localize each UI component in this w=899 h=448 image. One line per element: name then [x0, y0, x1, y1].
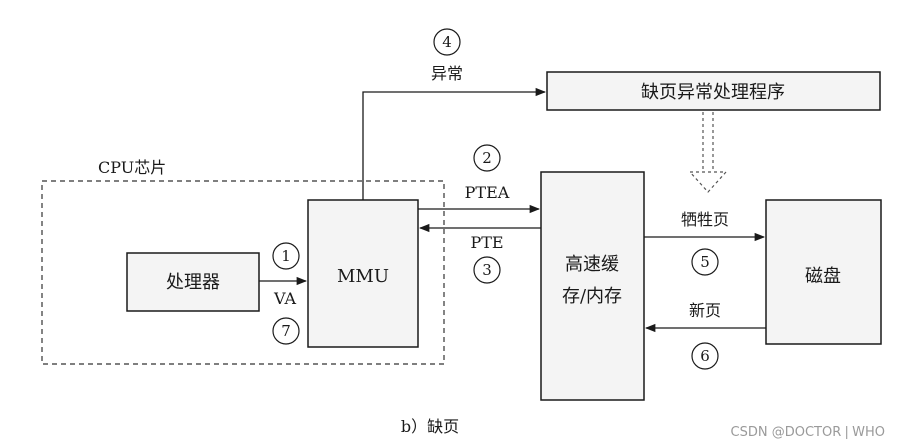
cache-memory-box [540, 171, 645, 401]
step-1-number: 1 [281, 247, 291, 265]
mmu-box [307, 199, 419, 348]
step-4-circle [433, 28, 461, 56]
va-label: VA [273, 289, 296, 308]
page-fault-handler-box [546, 71, 881, 111]
page-fault-handler-label: 缺页异常处理程序 [641, 82, 785, 103]
victim-page-label: 牺牲页 [681, 210, 729, 229]
step-2-number: 2 [482, 149, 492, 167]
exception-label: 异常 [431, 64, 463, 83]
step-3-circle [473, 256, 501, 284]
step-6-number: 6 [700, 347, 710, 365]
exception-arrow [362, 87, 547, 200]
pte-label: PTE [470, 233, 503, 252]
cache-memory-label-line2: 存/内存 [562, 286, 622, 307]
step-4-number: 4 [442, 33, 452, 51]
ptea-label: PTEA [465, 183, 510, 202]
disk-box [765, 199, 882, 345]
step-5-number: 5 [700, 253, 710, 271]
handler-to-cache-dashed-arrow [688, 112, 728, 193]
processor-box [126, 252, 260, 312]
figure-caption: b）缺页 [401, 417, 459, 436]
processor-label: 处理器 [166, 272, 220, 293]
mmu-label: MMU [337, 266, 389, 287]
step-7-number: 7 [281, 322, 291, 340]
step-1-circle [272, 242, 300, 270]
cpu-chip-label: CPU芯片 [98, 158, 166, 177]
cpu-chip-boundary [41, 180, 445, 365]
watermark: CSDN @DOCTOR❘WHO [731, 425, 885, 440]
step-6-circle [691, 342, 719, 370]
step-2-circle [473, 144, 501, 172]
new-page-label: 新页 [689, 301, 721, 320]
disk-label: 磁盘 [805, 266, 841, 287]
cache-memory-label-line1: 高速缓 [565, 254, 619, 275]
step-3-number: 3 [482, 261, 492, 279]
step-7-circle [272, 317, 300, 345]
step-5-circle [691, 248, 719, 276]
